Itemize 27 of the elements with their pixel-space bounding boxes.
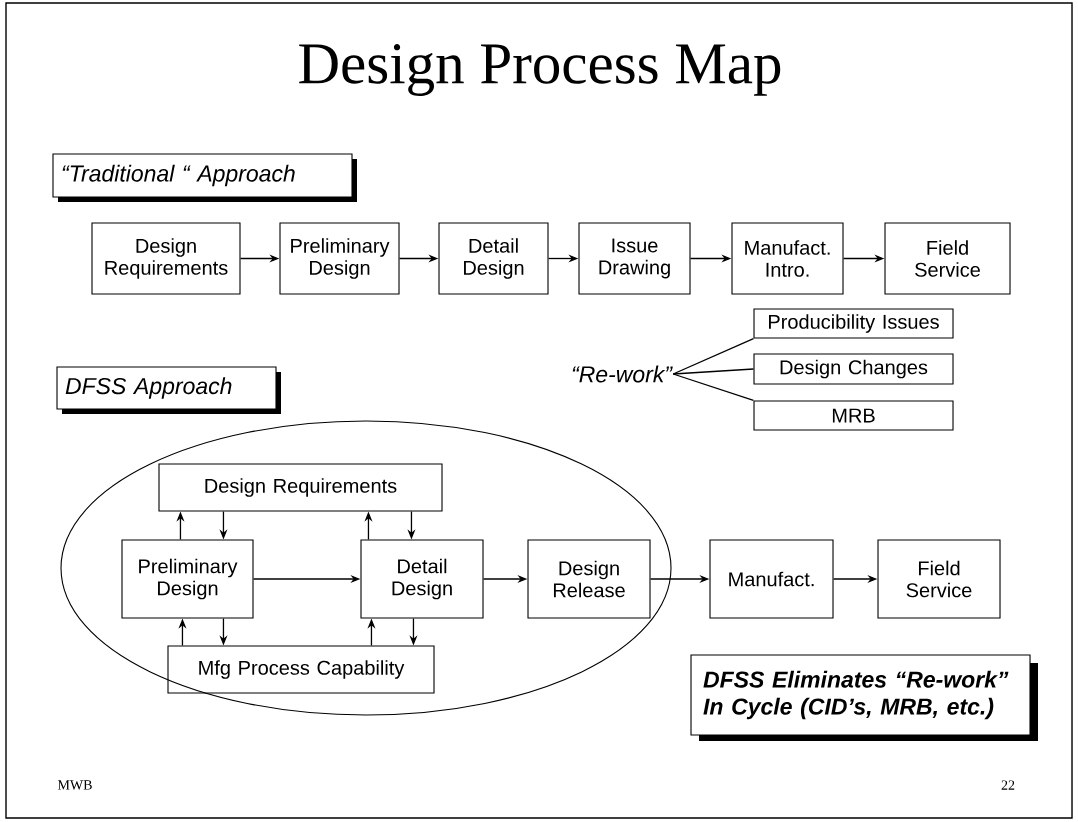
connector-line <box>672 337 755 375</box>
note-box: DFSS Eliminates “Re-work” In Cycle (CID’s, MRB, etc.) <box>690 654 1038 741</box>
process-box: Detail Design <box>438 222 549 295</box>
process-box: Design Requirements <box>91 222 241 295</box>
process-box: Field Service <box>884 222 1011 295</box>
process-box: Design Requirements <box>158 463 443 512</box>
connector-line <box>672 368 755 375</box>
process-box: Producibility Issues <box>753 308 954 339</box>
callout-text: “Re-work” <box>572 365 673 383</box>
process-box: Preliminary Design <box>279 222 400 295</box>
process-box: MRB <box>753 400 954 431</box>
process-box: Design Release <box>527 539 651 619</box>
process-box: Manufact. <box>709 539 834 619</box>
process-box: Mfg Process Capability <box>167 645 435 694</box>
process-box: Field Service <box>877 539 1001 619</box>
enclosing-ellipse <box>60 420 672 716</box>
title: Design Process Map <box>299 44 781 96</box>
footer-text: MWB <box>57 780 92 790</box>
process-box: Detail Design <box>360 539 484 619</box>
section-tag: DFSS Approach <box>56 366 281 414</box>
process-box: Manufact. Intro. <box>731 222 844 295</box>
process-box: Design Changes <box>753 353 954 385</box>
process-box: Preliminary Design <box>121 539 254 619</box>
connector-line <box>672 373 755 402</box>
section-tag: “Traditional “ Approach <box>52 153 357 202</box>
footer-text: 22 <box>1001 780 1015 790</box>
process-box: Issue Drawing <box>578 222 691 295</box>
